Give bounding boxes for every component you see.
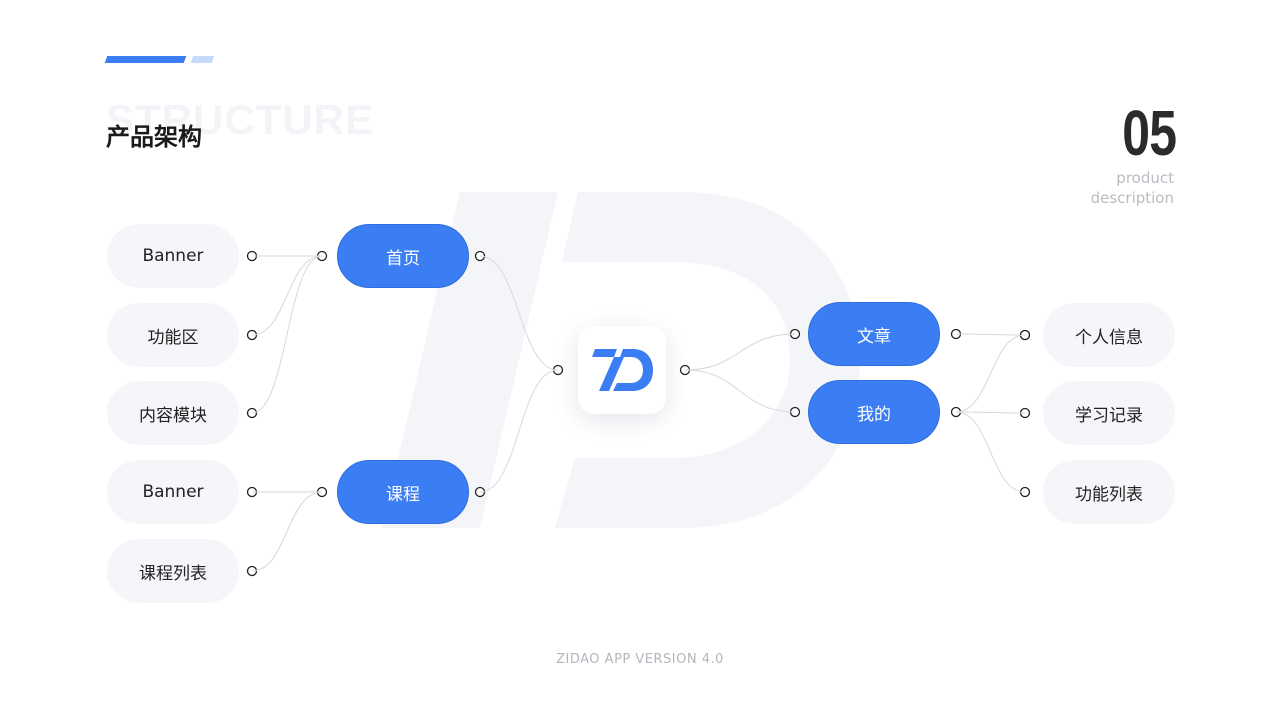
branch-node-home-label: 首页	[386, 248, 420, 269]
connector-line	[251, 255, 323, 336]
leaf-node-label: 课程列表	[139, 563, 207, 584]
leaf-node[interactable]: Banner	[107, 460, 239, 524]
connector-line	[955, 411, 1026, 414]
connector-line	[251, 491, 323, 572]
branch-node-mine[interactable]: 我的	[808, 380, 940, 444]
center-node[interactable]	[578, 326, 666, 414]
zidao-logo-icon	[592, 349, 653, 391]
branch-node-article[interactable]: 文章	[808, 302, 940, 366]
leaf-node-label: Banner	[142, 246, 204, 266]
leaf-node-label: 功能区	[147, 327, 199, 348]
connector-line	[479, 255, 559, 371]
connector-line	[955, 333, 1026, 336]
leaf-node[interactable]: 功能列表	[1043, 460, 1175, 524]
leaf-node[interactable]: 内容模块	[107, 381, 239, 445]
footer-version: ZIDAO APP VERSION 4.0	[556, 652, 724, 667]
page-subtitle: product description	[1014, 168, 1174, 208]
leaf-node[interactable]: 个人信息	[1043, 303, 1175, 367]
branch-node-course-label: 课程	[386, 484, 420, 505]
connector-line	[955, 334, 1026, 413]
leaf-node[interactable]: 课程列表	[107, 539, 239, 603]
leaf-node-label: Banner	[142, 482, 204, 502]
page-number: 05	[1122, 97, 1177, 169]
connector-line	[684, 333, 796, 371]
branch-node-course[interactable]: 课程	[337, 460, 469, 524]
leaf-node[interactable]: Banner	[107, 224, 239, 288]
leaf-node-label: 个人信息	[1075, 327, 1143, 348]
connector-line	[251, 255, 323, 414]
page-subtitle-line: product	[1116, 169, 1174, 187]
page-subtitle-line: description	[1090, 189, 1174, 207]
leaf-node[interactable]: 学习记录	[1043, 381, 1175, 445]
connector-line	[684, 369, 796, 413]
leaf-node[interactable]: 功能区	[107, 303, 239, 367]
leaf-node-label: 学习记录	[1075, 405, 1143, 426]
page-title: 产品架构	[106, 123, 202, 151]
branch-node-article-label: 文章	[857, 326, 891, 347]
leaf-node-label: 内容模块	[139, 405, 207, 426]
connector-line	[955, 411, 1026, 493]
connector-line	[479, 369, 559, 493]
branch-node-mine-label: 我的	[857, 404, 891, 425]
watermark-text: STRUCTURE	[106, 96, 374, 143]
branch-node-home[interactable]: 首页	[337, 224, 469, 288]
leaf-node-label: 功能列表	[1075, 484, 1143, 505]
